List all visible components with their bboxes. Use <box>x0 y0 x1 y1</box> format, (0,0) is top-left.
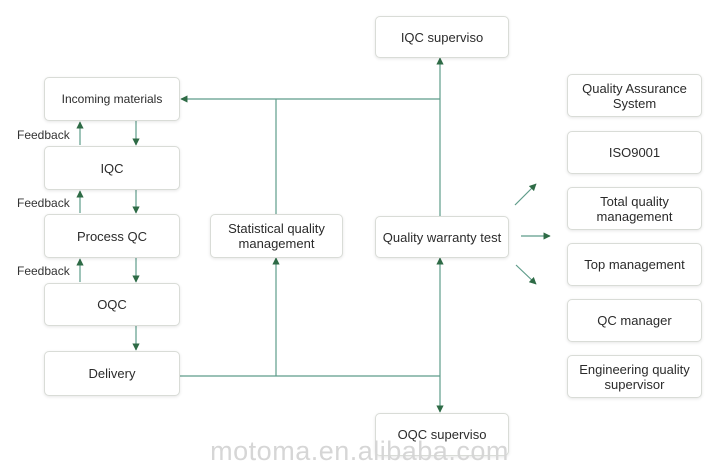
iqc-node: IQC <box>44 146 180 190</box>
right-node-iso9001: ISO9001 <box>567 131 702 174</box>
feedback-label-3: Feedback <box>17 264 70 278</box>
right-node-quality-assurance-system: Quality Assurance System <box>567 74 702 117</box>
right-node-top-management: Top management <box>567 243 702 286</box>
delivery-node: Delivery <box>44 351 180 396</box>
feedback-label-1: Feedback <box>17 128 70 142</box>
right-node-total-quality-management: Total quality management <box>567 187 702 230</box>
quality-warranty-test-node: Quality warranty test <box>375 216 509 258</box>
fan-arrow-down <box>515 264 537 285</box>
oqc-node: OQC <box>44 283 180 326</box>
watermark: motoma.en.alibaba.com <box>210 436 509 466</box>
process-qc-node: Process QC <box>44 214 180 258</box>
right-node-qc-manager: QC manager <box>567 299 702 342</box>
fan-arrow-up <box>514 183 537 206</box>
right-node-engineering-quality-supervisor: Engineering quality supervisor <box>567 355 702 398</box>
oqc-supervisor-node: OQC superviso <box>375 413 509 456</box>
statistical-quality-management-node: Statistical quality management <box>210 214 343 258</box>
feedback-label-2: Feedback <box>17 196 70 210</box>
incoming-materials-node: Incoming materials <box>44 77 180 121</box>
iqc-supervisor-node: IQC superviso <box>375 16 509 58</box>
